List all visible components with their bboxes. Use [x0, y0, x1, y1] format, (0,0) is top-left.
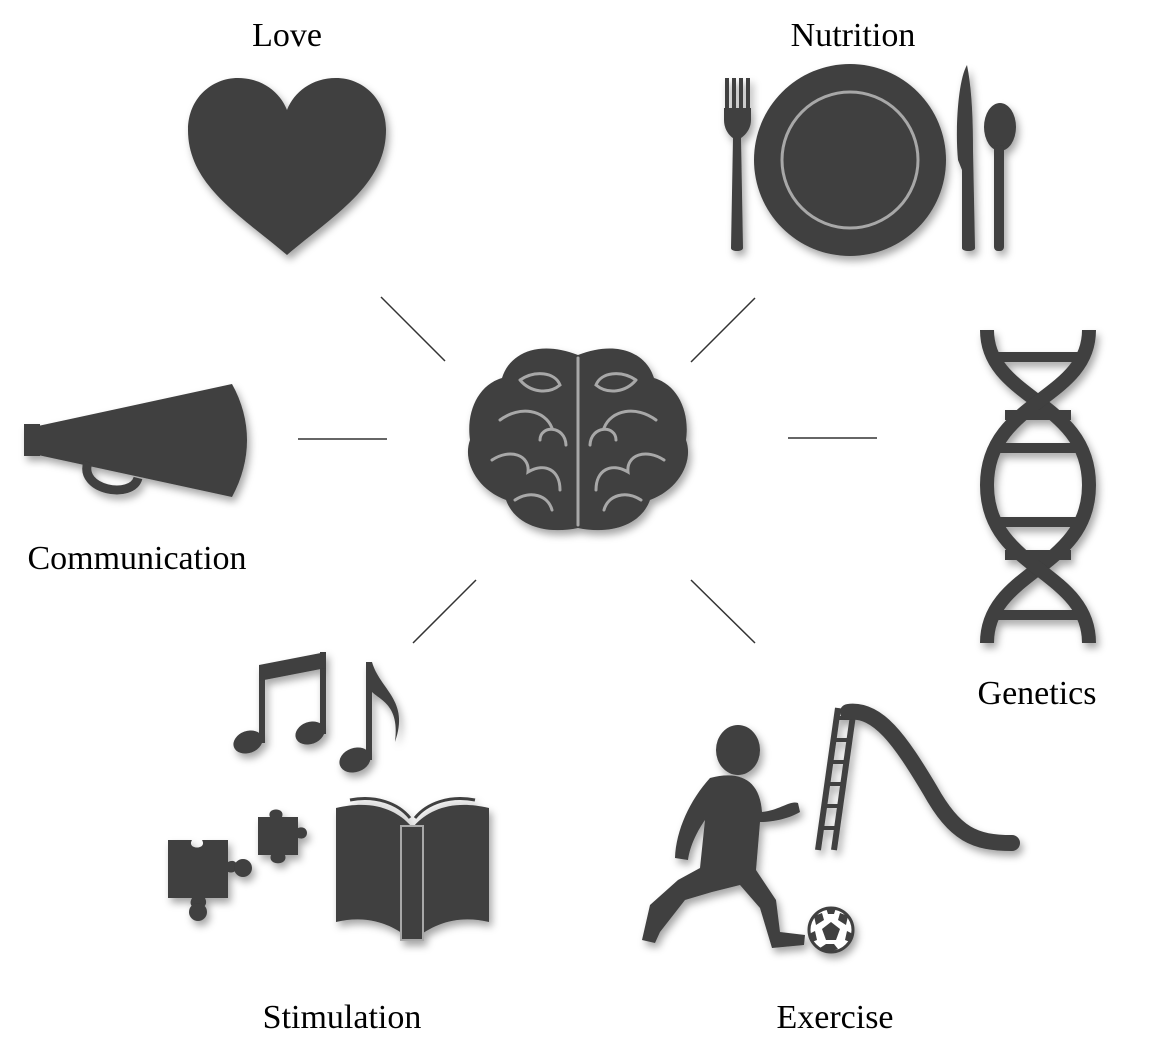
- label-exercise: Exercise: [776, 999, 893, 1036]
- heart-icon: [188, 78, 386, 255]
- connector-exercise: [690, 579, 756, 644]
- connector-love: [380, 296, 446, 362]
- book-icon: [336, 797, 489, 941]
- label-love: Love: [252, 17, 322, 54]
- music-notes-icon: [233, 652, 400, 773]
- connectors: [298, 296, 877, 644]
- plate-and-cutlery-icon: [724, 64, 1016, 256]
- connector-nutrition: [690, 297, 756, 363]
- label-communication: Communication: [27, 540, 246, 577]
- label-nutrition: Nutrition: [791, 17, 916, 54]
- connector-stimulation: [412, 579, 477, 644]
- soccer-ball-icon: [807, 906, 855, 954]
- label-genetics: Genetics: [978, 675, 1097, 712]
- dna-helix-icon: [979, 329, 1097, 644]
- running-child-slide-ball-icon: [642, 703, 1020, 954]
- running-child-icon: [642, 725, 805, 948]
- music-puzzle-book-icon: [168, 652, 489, 941]
- megaphone-icon: [24, 384, 247, 497]
- brain-icon: [467, 348, 689, 531]
- puzzle-pieces-icon: [168, 809, 307, 921]
- label-stimulation: Stimulation: [263, 999, 422, 1036]
- slide-icon: [815, 703, 1020, 851]
